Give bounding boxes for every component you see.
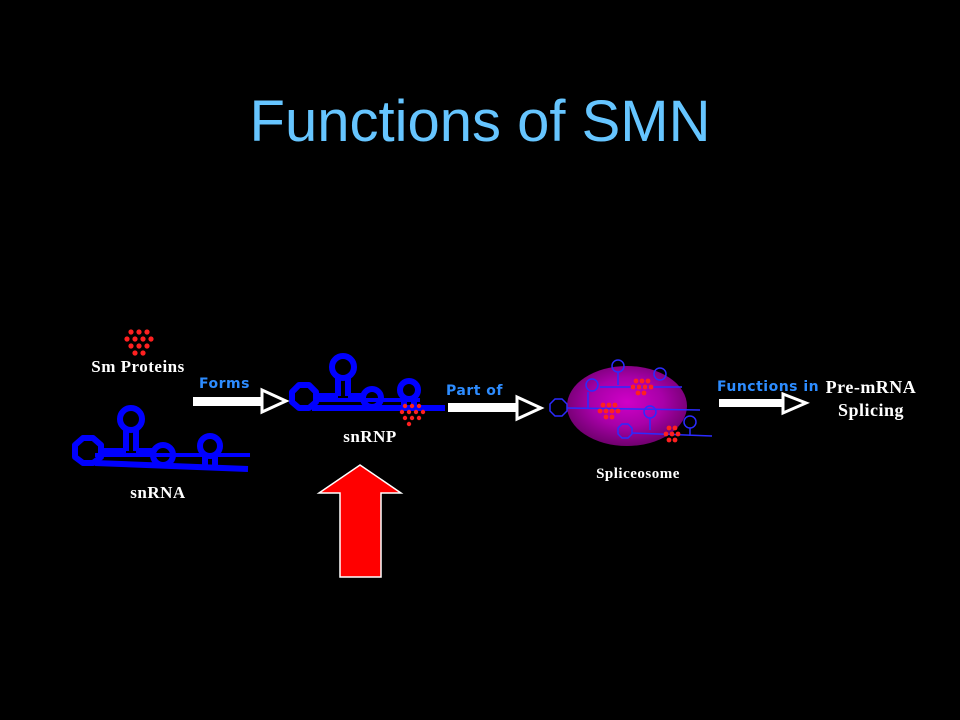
pre-mrna-splicing-label: Pre-mRNA Splicing	[825, 377, 917, 420]
spliceosome-icon	[549, 359, 713, 446]
slide-title: Functions of SMN	[249, 89, 711, 154]
highlight-up-arrow-icon	[316, 464, 404, 578]
part-of-arrow-label: Part of	[446, 383, 504, 399]
snrnp-sm-proteins-icon	[399, 403, 426, 427]
snrnp-structure-icon	[289, 353, 445, 411]
snrnp-label: snRNP	[343, 427, 397, 446]
sm-proteins-label: Sm Proteins	[91, 357, 185, 376]
snrna-structure-icon	[72, 405, 250, 472]
snrna-label: snRNA	[130, 483, 186, 502]
spliceosome-label: Spliceosome	[596, 466, 680, 482]
functions-in-arrow-icon	[719, 391, 810, 416]
part-of-arrow-icon	[448, 394, 545, 422]
forms-arrow-icon	[193, 387, 290, 415]
forms-arrow-label: Forms	[199, 376, 250, 392]
functions-in-arrow-label: Functions in	[717, 379, 820, 395]
sm-protein-cluster-icon	[124, 329, 154, 356]
